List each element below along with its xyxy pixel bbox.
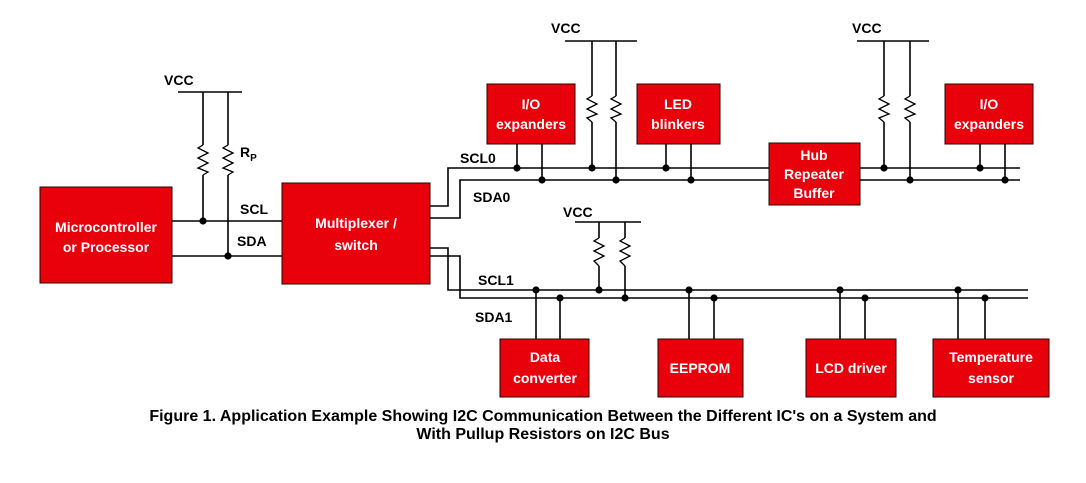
eeprom-block: EEPROM xyxy=(657,338,744,398)
bus-1 xyxy=(532,221,989,339)
vcc-label-main: VCC xyxy=(164,72,194,88)
rp-label: RP xyxy=(240,144,257,164)
svg-text:expanders: expanders xyxy=(954,116,1024,132)
svg-text:Multiplexer /: Multiplexer / xyxy=(315,215,397,231)
figure-caption: Figure 1. Application Example Showing I2… xyxy=(0,408,1086,444)
svg-text:Repeater: Repeater xyxy=(784,166,844,182)
svg-text:Hub: Hub xyxy=(800,147,827,163)
svg-text:Microcontroller: Microcontroller xyxy=(55,219,157,235)
sda0-label: SDA0 xyxy=(473,189,511,205)
svg-text:LED: LED xyxy=(664,96,692,112)
i2c-diagram: VCC RP SCL SDA VCC VCC VCC SCL0 SDA0 SCL… xyxy=(39,20,1050,398)
svg-text:I/O: I/O xyxy=(522,96,541,112)
caption-line-1: Figure 1. Application Example Showing I2… xyxy=(149,408,937,425)
hub-repeater-block: Hub Repeater Buffer xyxy=(768,142,861,206)
sda1-label: SDA1 xyxy=(475,309,513,325)
lcd-driver-block: LCD driver xyxy=(805,338,897,398)
vcc-label-3: VCC xyxy=(563,204,593,220)
svg-text:converter: converter xyxy=(513,370,577,386)
caption-line-2: With Pullup Resistors on I2C Bus xyxy=(416,426,670,443)
bus-0 xyxy=(513,40,1020,184)
svg-text:I/O: I/O xyxy=(980,96,999,112)
svg-text:LCD driver: LCD driver xyxy=(815,360,887,376)
temperature-sensor-block: Temperature sensor xyxy=(932,338,1050,398)
signal-labels: VCC RP SCL SDA VCC VCC VCC SCL0 SDA0 SCL… xyxy=(164,20,882,325)
scl-label: SCL xyxy=(240,201,268,217)
svg-text:EEPROM: EEPROM xyxy=(670,360,731,376)
vcc-label-2: VCC xyxy=(852,20,882,36)
svg-text:blinkers: blinkers xyxy=(651,116,705,132)
svg-text:sensor: sensor xyxy=(968,370,1014,386)
multiplexer-block: Multiplexer / switch xyxy=(281,182,431,285)
svg-text:expanders: expanders xyxy=(496,116,566,132)
mux-connections xyxy=(430,167,1028,299)
data-converter-block: Data converter xyxy=(499,338,590,398)
io-expanders-block-1: I/O expanders xyxy=(486,83,576,145)
led-blinkers-block: LED blinkers xyxy=(636,83,721,145)
scl1-label: SCL1 xyxy=(478,272,514,288)
svg-text:Buffer: Buffer xyxy=(793,185,835,201)
sda-label: SDA xyxy=(237,233,267,249)
scl0-label: SCL0 xyxy=(460,150,496,166)
io-expanders-block-2: I/O expanders xyxy=(944,83,1034,145)
vcc-label-1: VCC xyxy=(551,20,581,36)
svg-text:Data: Data xyxy=(530,349,561,365)
main-bus xyxy=(172,91,282,260)
svg-text:or Processor: or Processor xyxy=(63,239,150,255)
svg-text:switch: switch xyxy=(334,237,378,253)
mcu-block: Microcontroller or Processor xyxy=(39,186,173,284)
svg-text:Temperature: Temperature xyxy=(949,349,1033,365)
